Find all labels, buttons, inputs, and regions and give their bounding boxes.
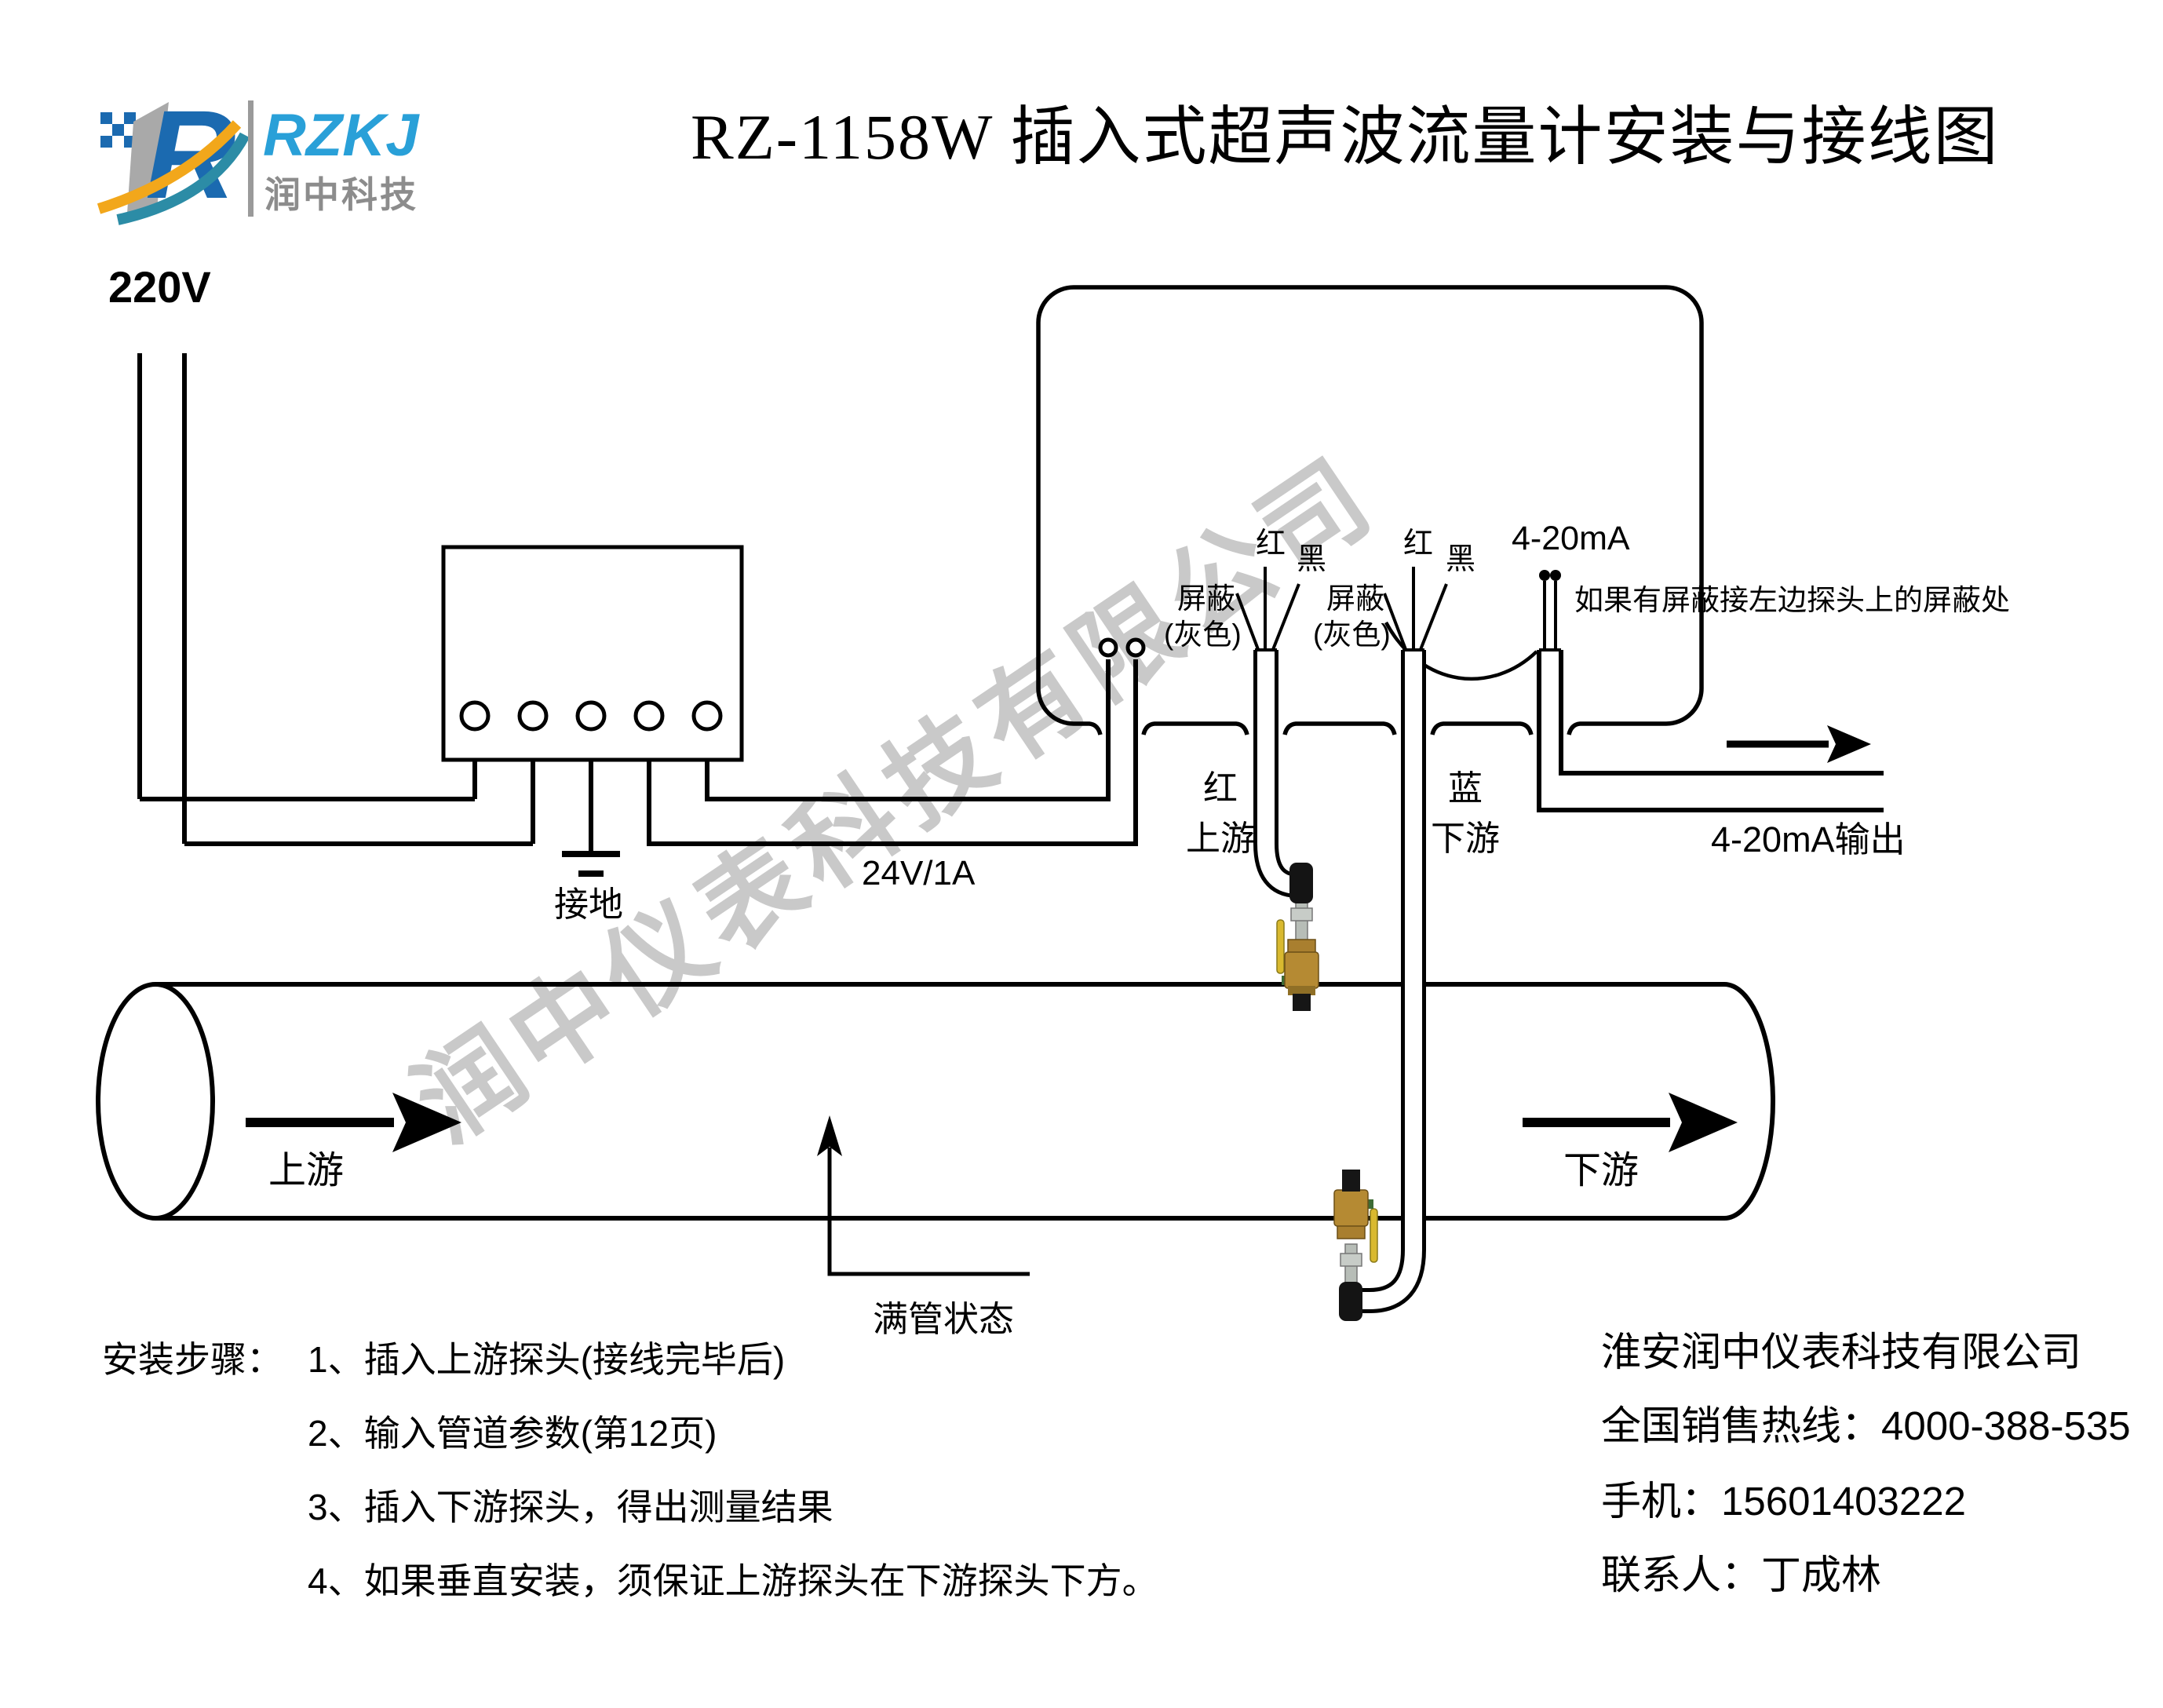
logo-teal-swoosh: [116, 132, 250, 225]
pipe-right-end: [1723, 982, 1775, 1221]
logo-brand-text: RZKJ: [263, 102, 420, 169]
output-caption: 4-20mA输出: [1711, 819, 1906, 859]
output-cable: [1537, 650, 1884, 812]
pipe: [96, 982, 1775, 1221]
power-wiring: [137, 353, 1138, 852]
downstream-shield-wire: [1383, 593, 1408, 652]
power-terminals: [459, 700, 723, 732]
pipe-left-end: [96, 982, 215, 1221]
upstream-probe-nut: [1290, 907, 1313, 922]
upstream-probe-tip: [1293, 994, 1311, 1011]
upstream-shield-wire: [1235, 593, 1260, 652]
downstream-probe-green-fitting: [1366, 1199, 1373, 1209]
upstream-cable-core: [1257, 650, 1304, 894]
downstream-shield-label: 屏蔽: [1326, 582, 1384, 615]
supply-24v-wire-upper: [705, 659, 1111, 801]
upstream-flow-arrow-icon: [392, 1093, 461, 1152]
downstream-probe-tip: [1342, 1170, 1360, 1192]
downstream-valve-body: [1333, 1189, 1369, 1227]
downstream-black-wire: [1418, 583, 1448, 652]
terminal-5: [691, 700, 723, 732]
downstream-cable-color-label: 蓝: [1448, 769, 1483, 808]
pipe-downstream-label: 下游: [1563, 1150, 1640, 1192]
meter-24v-terminal-1: [1098, 637, 1118, 658]
upstream-valve-body: [1284, 951, 1319, 989]
terminal-4: [633, 700, 665, 732]
probe-wire-fanouts: [1235, 567, 1557, 681]
upstream-shield-color-label: (灰色): [1164, 619, 1242, 651]
step-item-3: 3、插入下游探头，得出测量结果: [308, 1487, 833, 1527]
full-pipe-arrow-up-icon: [817, 1115, 842, 1156]
upstream-black-label: 黑: [1297, 543, 1327, 576]
logo-divider: [248, 100, 254, 217]
output-wire-2-tip: [1550, 570, 1561, 581]
output-420ma-label: 4-20mA: [1512, 520, 1630, 557]
supply-24v-wire-lower: [647, 659, 1138, 846]
pipe-upstream-label: 上游: [268, 1150, 345, 1192]
upstream-valve-handle: [1276, 919, 1285, 974]
downstream-probe-cable-cap: [1339, 1282, 1362, 1321]
power-supply-box: [441, 545, 744, 762]
output-arrow-right-icon: [1827, 725, 1871, 763]
logo-brand-cn-text: 润中科技: [264, 174, 418, 215]
terminal-2: [517, 700, 549, 732]
shield-note: 如果有屏蔽接左边探头上的屏蔽处: [1574, 584, 2010, 616]
full-pipe-pointer-line: [827, 1148, 1030, 1276]
upstream-cable-color-label: 红: [1203, 769, 1238, 808]
upstream-shield-label: 屏蔽: [1177, 582, 1235, 615]
output-line-lower: [1537, 650, 1884, 812]
output-line-upper: [1559, 650, 1884, 776]
meter-24v-terminal-2: [1125, 637, 1146, 658]
page-title: RZ-1158W 插入式超声波流量计安装与接线图: [691, 101, 2000, 173]
meter-box-bottom-edge: [1074, 721, 1666, 735]
downstream-valve-handle: [1370, 1208, 1378, 1263]
upstream-probe-cable-cap: [1289, 863, 1313, 903]
downstream-shield-color-label: (灰色): [1313, 619, 1391, 651]
ground-label: 接地: [554, 885, 623, 924]
full-pipe-state-label: 满管状态: [873, 1300, 1015, 1339]
upstream-red-label: 红: [1256, 527, 1286, 560]
logo-orange-swoosh: [97, 120, 242, 214]
upstream-cable-name-label: 上游: [1186, 819, 1255, 858]
downstream-probe: [1333, 1170, 1378, 1321]
mains-voltage-label: 220V: [108, 262, 211, 312]
company-mobile: 手机：15601403222: [1601, 1479, 1967, 1524]
company-hotline: 全国销售热线：4000-388-535: [1601, 1403, 2131, 1448]
company-name: 淮安润中仪表科技有限公司: [1601, 1330, 2082, 1374]
upstream-probe: [1276, 863, 1319, 1011]
company-logo-icon: R RZKJ 润中科技: [97, 84, 420, 225]
step-item-4: 4、如果垂直安装，须保证上游探头在下游探头下方。: [308, 1560, 1158, 1601]
upstream-black-wire: [1271, 583, 1300, 652]
shield-link-curve: [1384, 621, 1538, 681]
downstream-black-label: 黑: [1446, 543, 1476, 576]
downstream-cable-name-label: 下游: [1431, 819, 1500, 858]
flow-meter-box: [1036, 285, 1704, 726]
downstream-probe-nut: [1340, 1253, 1362, 1267]
company-contact: 联系人：丁成林: [1601, 1553, 1882, 1597]
output-wire-1-tip: [1539, 570, 1550, 581]
supply-24v-label: 24V/1A: [862, 854, 976, 892]
upstream-valve-band: [1288, 986, 1315, 995]
downstream-red-label: 红: [1403, 527, 1434, 560]
downstream-flow-arrow-icon: [1669, 1093, 1738, 1152]
step-item-1: 1、插入上游探头(接线完毕后): [308, 1339, 786, 1380]
downstream-cable-core: [1361, 650, 1422, 1309]
terminal-3: [575, 700, 607, 732]
step-item-2: 2、输入管道参数(第12页): [308, 1413, 717, 1454]
terminal-1: [459, 700, 491, 732]
steps-heading: 安装步骤：: [102, 1339, 283, 1380]
